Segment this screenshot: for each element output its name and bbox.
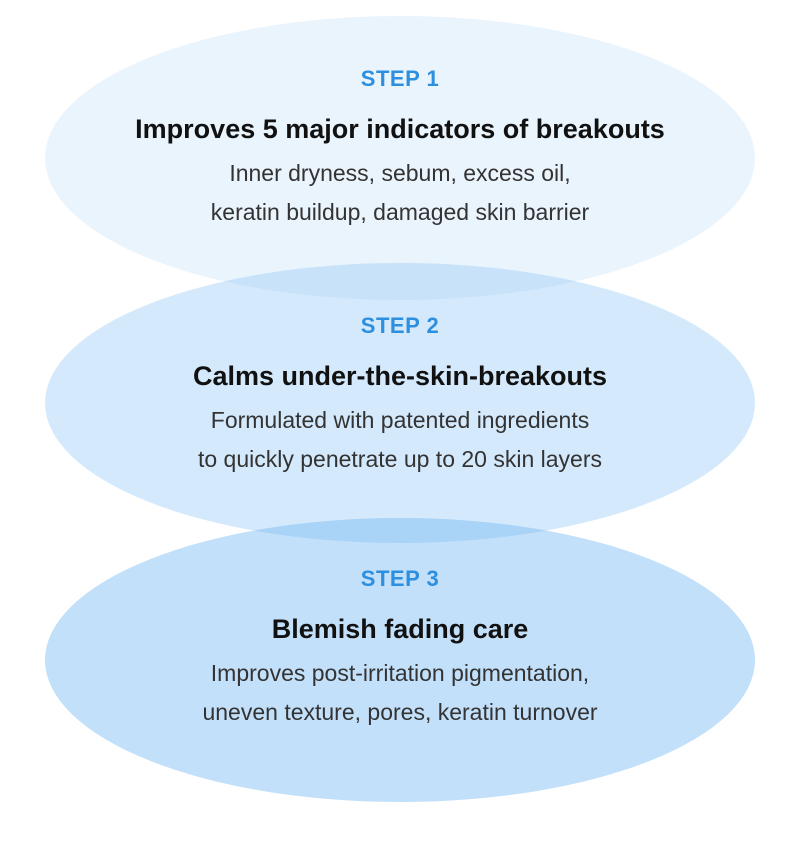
step-1-label: STEP 1 (360, 66, 440, 91)
step-3-title: Blemish fading care (271, 614, 529, 644)
step-2-label: STEP 2 (360, 313, 440, 338)
step-3-ellipse (45, 518, 755, 802)
step-3: STEP 3 Blemish fading care Improves post… (0, 566, 800, 732)
step-3-label: STEP 3 (360, 566, 440, 591)
step-3-description: Improves post-irritation pigmentation, u… (0, 654, 800, 732)
step-1-description-line: keratin buildup, damaged skin barrier (210, 199, 590, 225)
step-2-description-line: to quickly penetrate up to 20 skin layer… (197, 446, 602, 472)
step-1: STEP 1 Improves 5 major indicators of br… (0, 66, 800, 232)
step-2-description: Formulated with patented ingredients to … (0, 401, 800, 479)
step-2-description-line: Formulated with patented ingredients (210, 407, 590, 433)
step-1-description-line: Inner dryness, sebum, excess oil, (229, 160, 571, 186)
step-3-description-line: uneven texture, pores, keratin turnover (202, 699, 598, 725)
step-1-ellipse (45, 16, 755, 300)
step-1-title: Improves 5 major indicators of breakouts (135, 114, 665, 144)
step-2: STEP 2 Calms under-the-skin-breakouts Fo… (0, 313, 800, 479)
step-2-ellipse (45, 263, 755, 543)
step-3-description-line: Improves post-irritation pigmentation, (210, 660, 590, 686)
step-2-title: Calms under-the-skin-breakouts (192, 361, 608, 391)
step-1-description: Inner dryness, sebum, excess oil, kerati… (0, 154, 800, 232)
